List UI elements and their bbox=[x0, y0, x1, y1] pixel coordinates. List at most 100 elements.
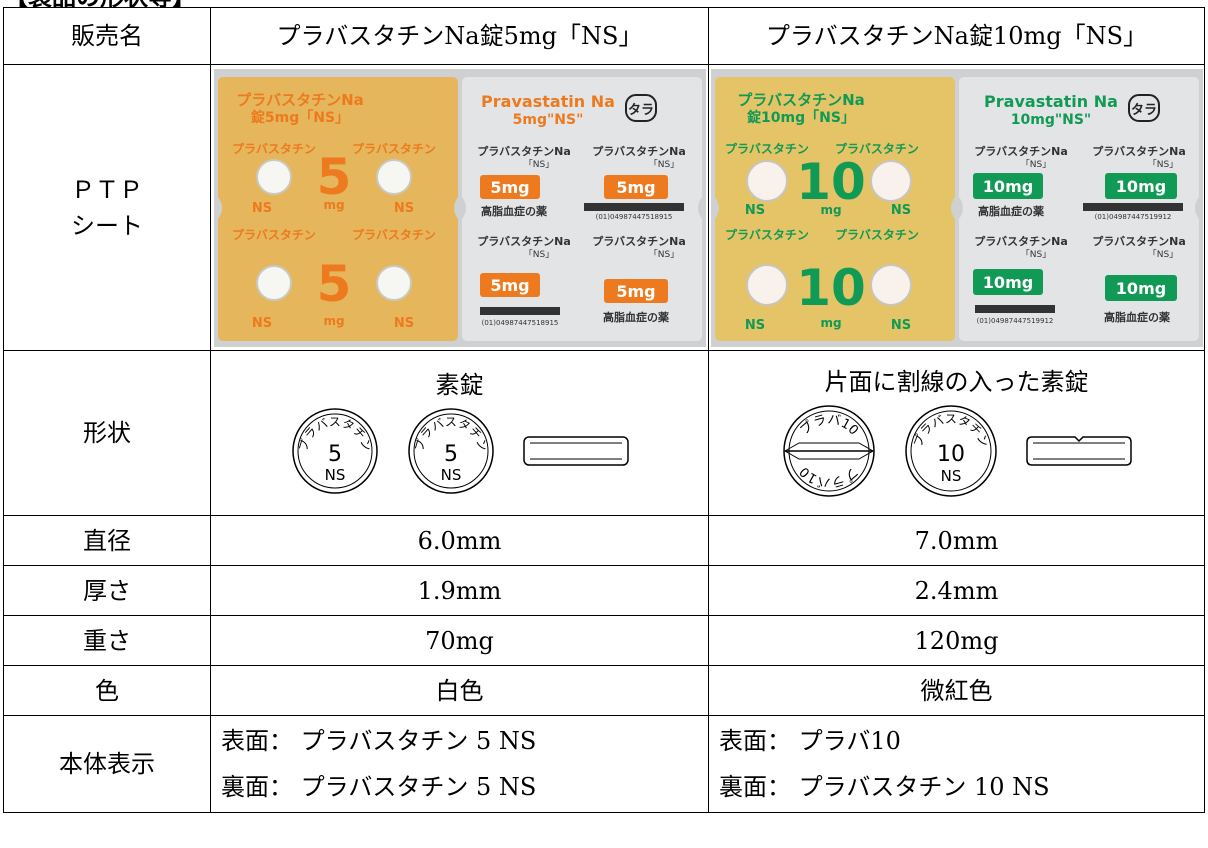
ptp-big-number: 10 bbox=[796, 259, 866, 317]
ptp-ns: NS bbox=[251, 201, 271, 216]
ptp-indication: 高脂血症の薬 bbox=[481, 204, 548, 218]
ptp-dose-badge-text: 5mg bbox=[616, 178, 655, 197]
section-title: 【製品の形状等】 bbox=[4, 0, 196, 9]
ptp-dose-badge bbox=[603, 174, 668, 199]
ptp-sheet-10mg: プラバスタチンNa 錠10mg「NS」 プラバスタチン プラバスタチン 10 m… bbox=[710, 68, 1203, 347]
ptp-barcode-icon bbox=[583, 202, 684, 211]
ptp-ns-bracket: 「NS」 bbox=[1147, 159, 1177, 170]
ptp-label-line1: ＰＴＰ bbox=[71, 175, 143, 204]
ptp-tablet-blister bbox=[745, 159, 788, 202]
shape-desc-5mg: 素錠 bbox=[435, 371, 484, 399]
shape-5mg: 素錠 プラバスタチン 5 NS プラバスタチン 5 NS bbox=[210, 350, 709, 516]
ptp-back-label: プラバスタチンNa bbox=[592, 234, 686, 248]
ptp-dose-badge bbox=[1104, 274, 1177, 301]
color-row: 色 白色 微紅色 bbox=[3, 665, 1205, 716]
weight-10mg: 120mg bbox=[708, 615, 1205, 666]
ptp-row-label: プラバスタチン bbox=[352, 227, 436, 242]
tablet-number: 5 bbox=[444, 442, 458, 467]
ptp-ns-bracket: 「NS」 bbox=[1147, 249, 1177, 260]
ptp-ns: NS bbox=[890, 203, 910, 218]
tablet-front-5mg: プラバスタチン 5 NS bbox=[291, 408, 378, 494]
ptp-symbol: タラ bbox=[1130, 103, 1156, 118]
marking-label: 本体表示 bbox=[3, 715, 211, 813]
shape-10mg: 片面に割線の入った素錠 プラバ10 プラバ10 bbox=[708, 350, 1205, 516]
thickness-5mg: 1.9mm bbox=[210, 565, 709, 616]
marking-row: 本体表示 表面： プラバスタチン 5 NS 裏面： プラバスタチン 5 NS 表… bbox=[3, 715, 1205, 813]
diameter-label: 直径 bbox=[3, 515, 211, 566]
diameter-row: 直径 6.0mm 7.0mm bbox=[3, 515, 1205, 566]
ptp-brand-en: Pravastatin Na bbox=[984, 92, 1118, 111]
name-label: 販売名 bbox=[3, 7, 211, 65]
ptp-ns-bracket: 「NS」 bbox=[1020, 249, 1050, 260]
ptp-sheet-5mg-cell: プラバスタチンNa 錠5mg「NS」 プラバスタチン プラバスタチン 5 mg … bbox=[210, 64, 709, 351]
ptp-tablet-blister bbox=[869, 159, 912, 202]
ptp-barcode-icon bbox=[479, 306, 560, 315]
ptp-tablet-blister bbox=[375, 158, 412, 195]
ptp-ns: NS bbox=[251, 316, 271, 331]
ptp-sheet-10mg-cell: プラバスタチンNa 錠10mg「NS」 プラバスタチン プラバスタチン 10 m… bbox=[708, 64, 1205, 351]
ptp-dose-badge bbox=[972, 172, 1043, 199]
ptp-ns-bracket: 「NS」 bbox=[523, 249, 553, 260]
ptp-barcode: (01)04987447518915 bbox=[595, 213, 672, 221]
tablet-front-10mg: プラバ10 プラバ10 bbox=[782, 405, 875, 497]
shape-row: 形状 素錠 プラバスタチン 5 NS プラバスタチン 5 bbox=[3, 350, 1205, 516]
ptp-indication: 高脂血症の薬 bbox=[978, 204, 1045, 218]
ptp-dose-badge-text: 10mg bbox=[1115, 279, 1165, 298]
diameter-5mg: 6.0mm bbox=[210, 515, 709, 566]
ptp-tablet-blister bbox=[255, 264, 292, 301]
ptp-symbol: タラ bbox=[627, 103, 653, 118]
color-5mg: 白色 bbox=[210, 665, 709, 716]
ptp-row-label: プラバスタチン bbox=[835, 227, 919, 242]
ptp-big-number: 5 bbox=[316, 255, 351, 313]
ptp-dose-badge bbox=[972, 268, 1043, 295]
tablet-back-5mg: プラバスタチン 5 NS bbox=[407, 408, 494, 494]
product-name-5mg: プラバスタチンNa錠5mg「NS」 bbox=[210, 7, 709, 65]
ptp-dose-badge bbox=[1104, 172, 1177, 199]
ptp-row-label: プラバスタチン bbox=[725, 227, 809, 242]
ptp-tablet-blister bbox=[745, 263, 788, 306]
ptp-tablet-blister bbox=[869, 263, 912, 306]
tablet-number: 10 bbox=[937, 442, 965, 467]
ptp-label-line2: シート bbox=[71, 211, 143, 240]
diameter-10mg: 7.0mm bbox=[708, 515, 1205, 566]
back-mark-10mg: 裏面： プラバスタチン 10 NS bbox=[719, 773, 1050, 801]
ptp-dose-badge-text: 10mg bbox=[982, 273, 1032, 292]
ptp-sheet-5mg: プラバスタチンNa 錠5mg「NS」 プラバスタチン プラバスタチン 5 mg … bbox=[213, 68, 706, 347]
marking-5mg: 表面： プラバスタチン 5 NS 裏面： プラバスタチン 5 NS bbox=[210, 715, 709, 813]
ptp-back-label: プラバスタチンNa bbox=[592, 144, 686, 158]
ptp-strength-jp: 錠10mg「NS」 bbox=[747, 109, 855, 126]
ptp-unit: mg bbox=[820, 316, 841, 330]
header-row: 販売名 プラバスタチンNa錠5mg「NS」 プラバスタチンNa錠10mg「NS」 bbox=[3, 7, 1205, 65]
ptp-ns: NS bbox=[393, 201, 413, 216]
ptp-dose-badge-text: 10mg bbox=[1115, 177, 1165, 196]
ptp-recycle-icon bbox=[624, 93, 657, 122]
weight-row: 重さ 70mg 120mg bbox=[3, 615, 1205, 666]
ptp-big-number: 10 bbox=[796, 153, 866, 211]
ptp-back-label: プラバスタチンNa bbox=[1092, 144, 1186, 158]
ptp-back-label: プラバスタチンNa bbox=[477, 144, 571, 158]
ptp-barcode: (01)04987447519912 bbox=[976, 317, 1053, 325]
ptp-strength-en: 5mg"NS" bbox=[512, 112, 583, 128]
ptp-back-label: プラバスタチンNa bbox=[477, 234, 571, 248]
ptp-back-label: プラバスタチンNa bbox=[974, 144, 1068, 158]
ptp-label: ＰＴＰ シート bbox=[3, 64, 211, 351]
thickness-row: 厚さ 1.9mm 2.4mm bbox=[3, 565, 1205, 616]
back-mark-5mg: 裏面： プラバスタチン 5 NS bbox=[221, 773, 537, 801]
ptp-row: ＰＴＰ シート プラバスタチンNa 錠5mg「NS」 プラバスタチン プラバスタ… bbox=[3, 64, 1205, 351]
ptp-ns-bracket: 「NS」 bbox=[1020, 159, 1050, 170]
ptp-back-label: プラバスタチンNa bbox=[1092, 234, 1186, 248]
tablet-side-10mg bbox=[1025, 436, 1132, 466]
weight-label: 重さ bbox=[3, 615, 211, 666]
ptp-brand-en: Pravastatin Na bbox=[481, 92, 615, 111]
tablet-code: NS bbox=[324, 466, 345, 484]
color-label: 色 bbox=[3, 665, 211, 716]
ptp-row-label: プラバスタチン bbox=[725, 141, 809, 156]
ptp-tablet-blister bbox=[375, 264, 412, 301]
tablet-code: NS bbox=[440, 466, 461, 484]
front-mark-10mg: 表面： プラバ10 bbox=[719, 727, 901, 755]
ptp-row-label: プラバスタチン bbox=[232, 227, 316, 242]
marking-10mg: 表面： プラバ10 裏面： プラバスタチン 10 NS bbox=[708, 715, 1205, 813]
ptp-indication: 高脂血症の薬 bbox=[1104, 310, 1171, 324]
ptp-dose-badge bbox=[479, 174, 540, 199]
ptp-barcode-icon bbox=[974, 304, 1055, 313]
